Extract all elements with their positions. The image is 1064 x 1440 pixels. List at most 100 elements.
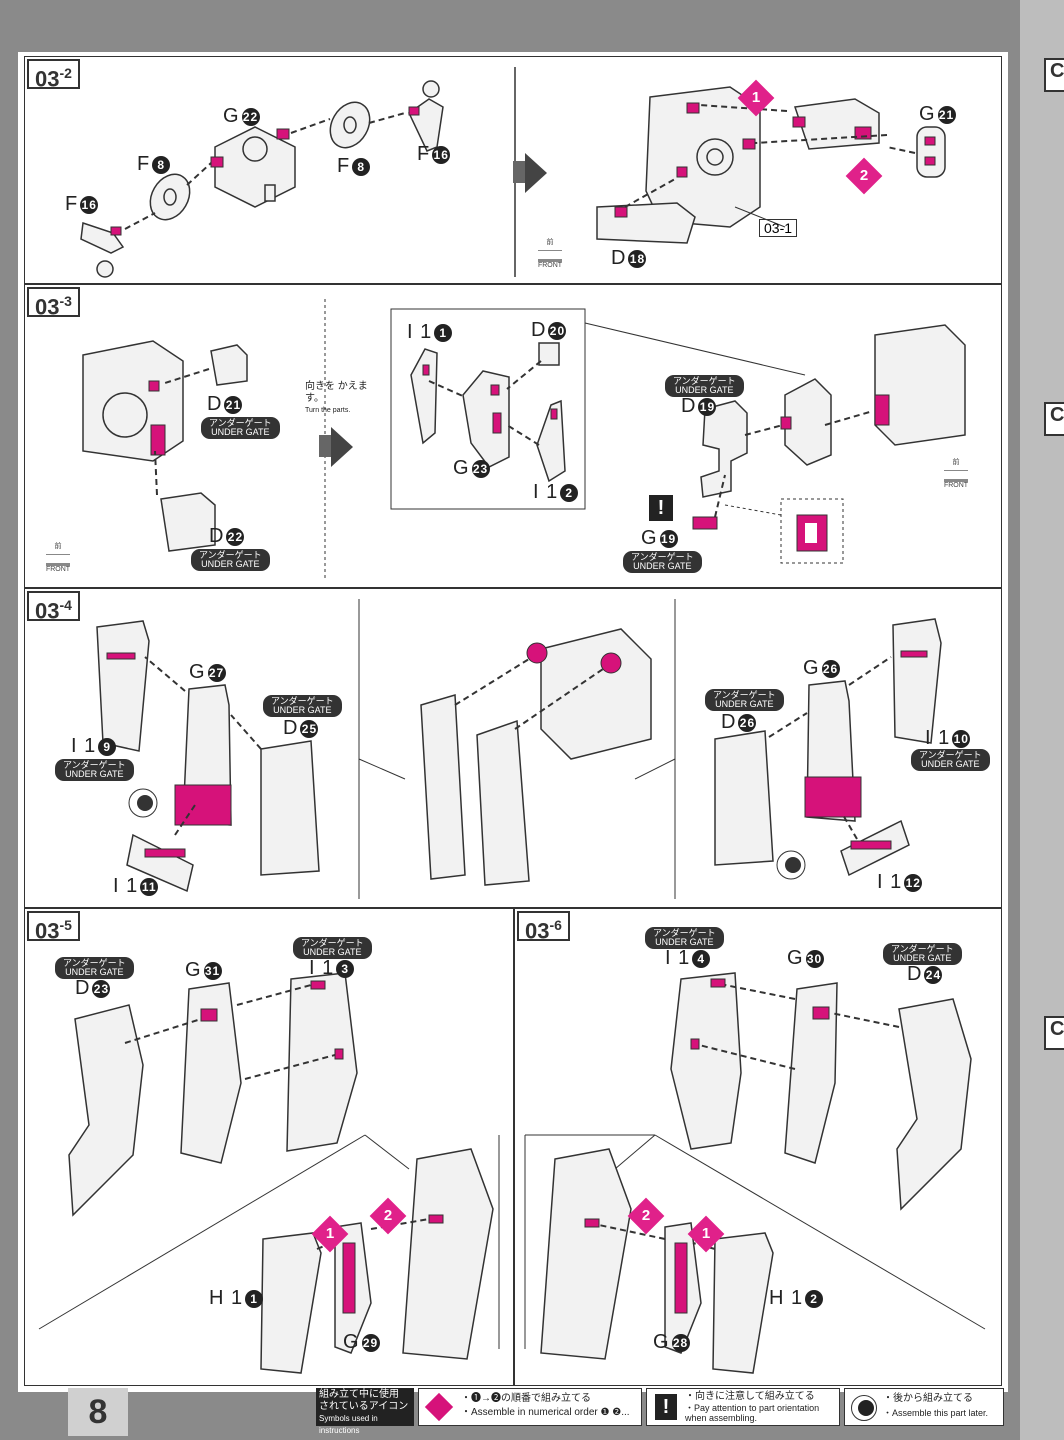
assembled-skirt-drawing xyxy=(402,1148,494,1360)
orientation-warning-icon: ! xyxy=(649,495,673,521)
step-03-6-diagram xyxy=(524,972,986,1374)
legend-item-order-en: ・Assemble in numerical order ❶ ❷... xyxy=(461,1407,630,1418)
part-d23-drawing xyxy=(68,1004,144,1217)
next-page-edge xyxy=(1020,0,1064,1440)
part-d22-drawing xyxy=(160,492,216,552)
part-h1-1-drawing xyxy=(260,1232,322,1374)
page-number: 8 xyxy=(68,1388,128,1436)
order-badge-1: 1 xyxy=(311,1215,349,1253)
next-page-step-tab: C xyxy=(1044,402,1064,436)
part-g21-drawing xyxy=(916,126,946,178)
next-page-step-tab: C xyxy=(1044,58,1064,92)
order-badge-2: 2 xyxy=(627,1197,665,1235)
step-label: 03-4 xyxy=(27,591,80,623)
part-i1-3-drawing xyxy=(286,972,358,1152)
part-i1-2-drawing xyxy=(536,399,566,483)
part-d18-drawing xyxy=(596,202,696,244)
part-f8-left-drawing xyxy=(149,173,191,221)
flow-arrow-shaft xyxy=(319,435,333,457)
part-g27-drawing xyxy=(174,684,232,826)
step-03-3-diagram xyxy=(82,299,966,581)
hip-block-right-drawing xyxy=(874,324,966,446)
part-f16-right-drawing xyxy=(408,80,444,152)
part-d19-drawing xyxy=(700,400,748,498)
part-g23-drawing xyxy=(462,370,510,468)
part-d21-drawing xyxy=(210,344,248,386)
step-label: 03-5 xyxy=(27,911,80,943)
order-badge-1: 1 xyxy=(687,1215,725,1253)
part-i1-10-drawing xyxy=(892,618,942,744)
legend-item-later-jp: ・後から組み立てる xyxy=(883,1393,973,1404)
part-i1-11-drawing xyxy=(126,833,194,893)
step-03-2-panel: 03-2 xyxy=(24,56,1002,284)
assembled-skirt-drawing xyxy=(540,1148,632,1360)
flow-arrow-icon xyxy=(525,153,547,193)
turn-parts-note: 向きを かえます。Turn the parts. xyxy=(305,381,368,414)
part-g19-drawing xyxy=(692,516,718,530)
legend-item-order: ・❶→❷の順番で組み立てる ・Assemble in numerical ord… xyxy=(418,1388,642,1426)
order-icon xyxy=(424,1392,454,1422)
hip-block-drawing xyxy=(82,340,184,462)
part-i1-12-drawing xyxy=(840,819,910,877)
part-d25-drawing xyxy=(260,740,320,876)
order-badge-1: 1 xyxy=(737,79,775,117)
part-i1-1-drawing xyxy=(410,348,438,445)
leg-connector-drawing xyxy=(780,378,832,466)
flow-arrow-shaft xyxy=(513,161,527,183)
step-03-2-diagram xyxy=(80,67,946,278)
part-g22-drawing xyxy=(210,126,296,208)
crotch-piece-drawing xyxy=(792,98,880,150)
order-badge-2: 2 xyxy=(369,1197,407,1235)
order-badge-2: 2 xyxy=(845,157,883,195)
legend-item-order-jp: ・❶→❷の順番で組み立てる xyxy=(461,1393,591,1404)
orientation-warning-icon: ! xyxy=(655,1394,677,1420)
step-label: 03-2 xyxy=(27,59,80,91)
part-d26-drawing xyxy=(714,730,774,866)
part-h1-2-drawing xyxy=(712,1232,774,1374)
step-03-5-diagram xyxy=(38,972,500,1374)
next-page-step-tab: C xyxy=(1044,1016,1064,1050)
part-f8-right-drawing xyxy=(329,101,371,149)
